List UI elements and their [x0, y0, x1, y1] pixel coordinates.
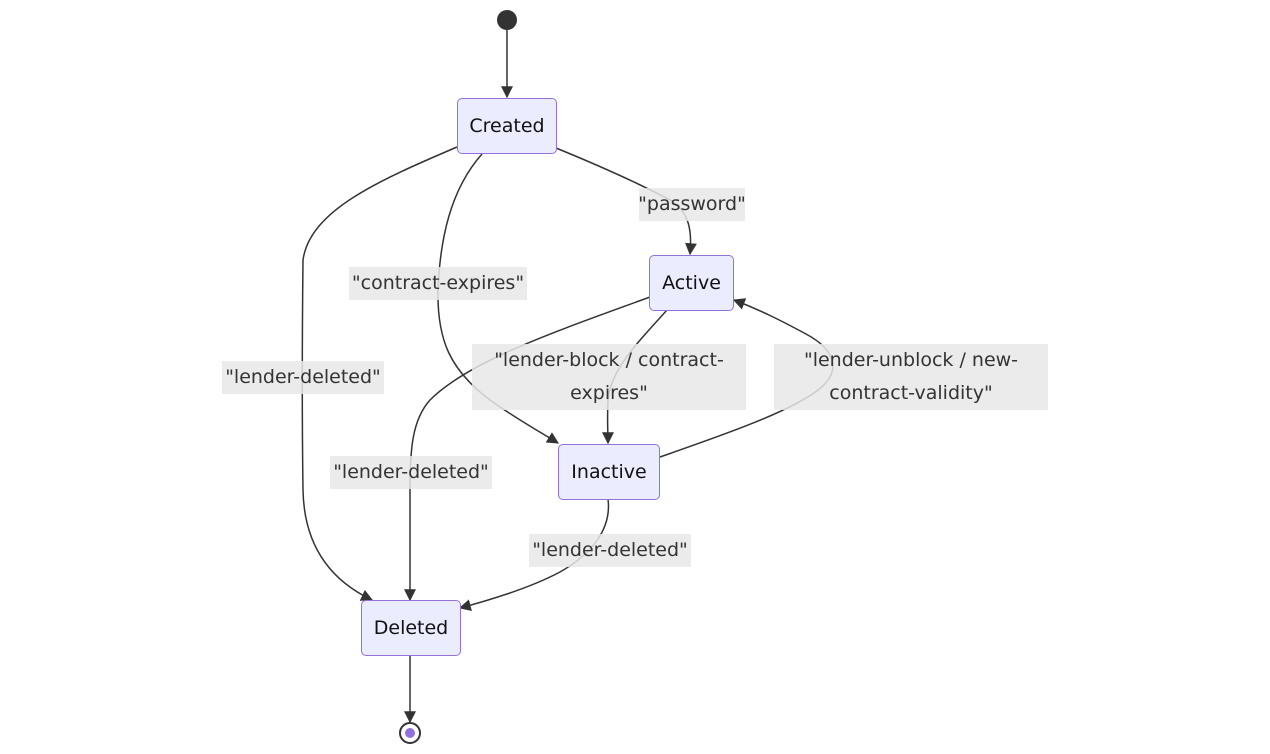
edge-inactive-to-deleted [458, 498, 610, 612]
label-lender-block: "lender-block / contract- expires" [472, 344, 746, 410]
label-lender-unblock: "lender-unblock / new- contract-validity… [774, 344, 1048, 410]
state-inactive[interactable]: Inactive [558, 444, 660, 500]
label-lender-unblock-line2: contract-validity" [829, 382, 993, 404]
state-deleted[interactable]: Deleted [361, 600, 461, 656]
label-created-lender-deleted: "lender-deleted" [222, 361, 384, 394]
edge-active-to-deleted [404, 296, 651, 602]
label-lender-unblock-line1: "lender-unblock / new- [803, 349, 1019, 371]
label-contract-expires: "contract-expires" [349, 267, 527, 300]
end-node [399, 722, 421, 744]
label-lender-block-line2: expires" [570, 382, 648, 404]
label-active-lender-deleted: "lender-deleted" [330, 456, 492, 489]
label-lender-block-line1: "lender-block / contract- [494, 349, 724, 371]
edge-created-to-inactive [437, 153, 560, 444]
state-active[interactable]: Active [649, 255, 734, 311]
state-created[interactable]: Created [457, 98, 557, 154]
start-node [497, 10, 517, 30]
label-inactive-lender-deleted: "lender-deleted" [529, 534, 691, 567]
label-password: "password" [638, 188, 746, 221]
